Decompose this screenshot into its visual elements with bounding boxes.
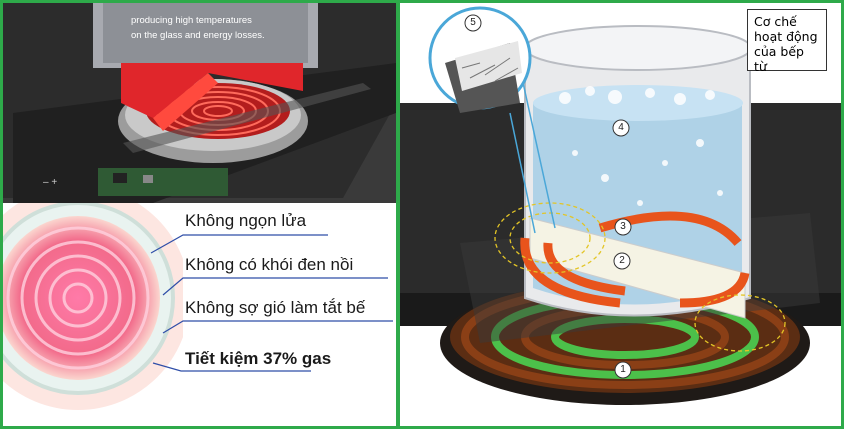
benefit-no-flame: Không ngọn lửa <box>185 211 307 230</box>
title-line-3: của bếp từ <box>754 44 804 74</box>
label-3: 3 <box>620 221 626 232</box>
title-line-1: Cơ chế <box>754 14 797 29</box>
left-panel: – + producing high temperatures on the g… <box>0 0 399 429</box>
top-caption-line-2: on the glass and energy losses. <box>131 30 265 41</box>
title-box: Cơ chế hoạt động của bếp từ <box>747 9 827 74</box>
induction-cooker-diagram <box>400 6 841 405</box>
svg-text:– +: – + <box>43 177 57 188</box>
label-1: 1 <box>620 364 626 375</box>
benefit-gas-saving: Tiết kiệm 37% gas <box>185 349 332 368</box>
title-line-2: hoạt động <box>754 29 818 44</box>
label-4: 4 <box>618 122 624 133</box>
label-2: 2 <box>619 255 625 266</box>
benefit-no-soot: Không có khói đen nồi <box>185 255 354 274</box>
right-panel: 5 4 3 2 1 Cơ chế hoạt động của bếp từ <box>397 0 844 429</box>
top-caption: producing high temperatures on the glass… <box>131 13 265 43</box>
leader-lines <box>150 234 393 372</box>
ceramic-hob-illustration: – + <box>3 3 396 203</box>
gas-burner-closeup <box>3 203 183 410</box>
top-caption-line-1: producing high temperatures <box>131 15 252 26</box>
benefit-wind-proof: Không sợ gió làm tắt bế <box>185 298 366 317</box>
label-5: 5 <box>470 17 476 28</box>
